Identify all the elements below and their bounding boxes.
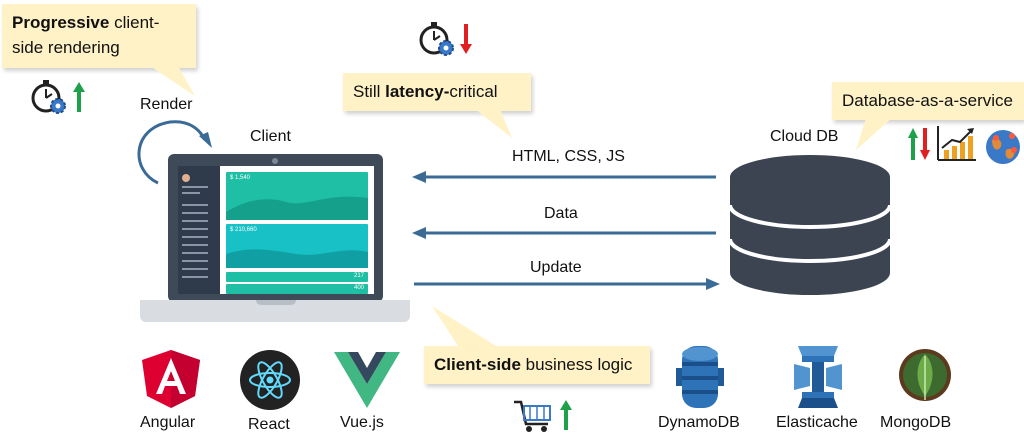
cloud-db-label: Cloud DB: [770, 128, 839, 145]
callout-tail: [150, 66, 195, 96]
laptop-notch: [256, 300, 296, 305]
elasticache-label: Elasticache: [776, 414, 858, 431]
laptop-screen: $ 1,540 $ 210,660 217 400: [168, 154, 383, 302]
card-value: $ 210,660: [230, 227, 257, 233]
progressive-rendering-callout: Progressive client- side rendering: [2, 4, 196, 68]
up-arrow-icon: [908, 128, 918, 160]
callout-bold-text: latency-: [385, 82, 450, 101]
vue-logo-icon: [334, 352, 400, 408]
callout-tail: [475, 109, 512, 138]
render-label: Render: [140, 96, 193, 113]
data-arrow: [412, 227, 716, 239]
dashboard-card-2: $ 210,660: [226, 224, 368, 268]
html-css-js-arrow: [412, 171, 716, 183]
react-logo-icon: [240, 350, 300, 410]
webcam: [272, 158, 278, 164]
dynamodb-label: DynamoDB: [658, 414, 740, 431]
business-logic-callout: Client-side business logic: [424, 346, 650, 384]
callout-text: Database-as-a-service: [842, 91, 1014, 110]
row-value: 217: [353, 273, 364, 279]
avatar: [182, 174, 190, 182]
up-arrow-icon: [73, 82, 85, 112]
callout-tail: [432, 306, 496, 346]
dynamodb-logo-icon: [676, 346, 724, 408]
render-loop-arrow: [137, 120, 212, 185]
mongodb-label: MongoDB: [880, 414, 952, 431]
callout-bold-text: Progressive: [12, 13, 110, 32]
database-icon: [728, 155, 892, 295]
latency-callout: Still latency-critical: [343, 73, 531, 111]
angular-label: Angular: [140, 414, 196, 431]
stopwatch-gear-icon: [419, 22, 454, 56]
mongodb-logo-icon: [899, 349, 951, 401]
laptop-base: [140, 300, 410, 322]
growth-chart-icon: [937, 126, 976, 161]
callout-text: critical: [449, 82, 498, 101]
down-arrow-icon: [460, 24, 472, 54]
dbaas-callout: Database-as-a-service: [832, 82, 1024, 120]
callout-text: business logic: [520, 355, 633, 374]
shopping-cart-icon: [514, 400, 551, 432]
react-label: React: [248, 416, 290, 433]
dashboard-row-2: 400: [226, 284, 368, 294]
callout-tail: [856, 118, 892, 150]
dashboard-screen: $ 1,540 $ 210,660 217 400: [178, 166, 374, 294]
card-value: $ 1,540: [230, 175, 251, 181]
vue-label: Vue.js: [340, 414, 384, 431]
callout-text: client-: [109, 13, 160, 32]
angular-logo-icon: [142, 350, 200, 408]
update-arrow: [414, 278, 720, 290]
dashboard-row-1: 217: [226, 272, 368, 282]
up-arrow-icon: [560, 400, 572, 430]
row-value: 400: [353, 285, 364, 291]
callout-text: Still: [353, 82, 386, 101]
globe-icon: [986, 130, 1020, 164]
dashboard-card-1: $ 1,540: [226, 172, 368, 220]
dashboard-sidebar: [178, 166, 220, 294]
data-label: Data: [544, 205, 578, 222]
update-label: Update: [530, 259, 582, 276]
html-css-js-label: HTML, CSS, JS: [512, 148, 625, 165]
stopwatch-gear-icon: [31, 80, 66, 114]
callout-text-line2: side rendering: [12, 38, 120, 57]
callout-bold-text: Client-side: [434, 355, 521, 374]
elasticache-logo-icon: [794, 346, 842, 408]
down-arrow-icon: [920, 128, 930, 160]
client-label: Client: [250, 128, 291, 145]
